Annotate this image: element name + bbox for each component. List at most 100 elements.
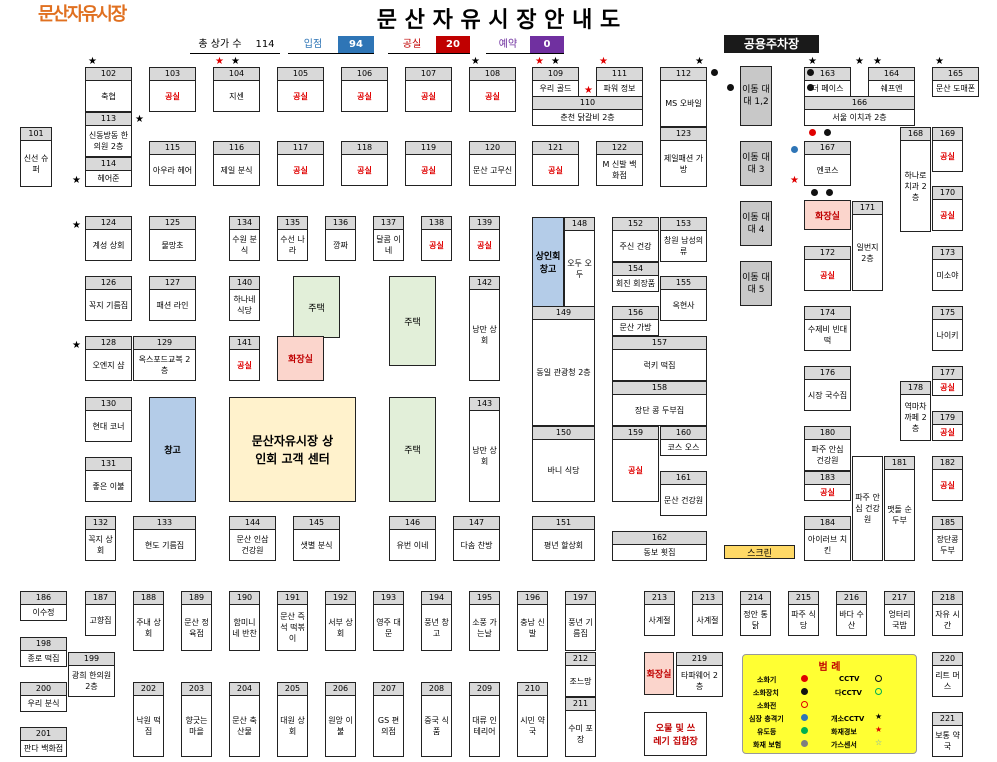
restroom-block-1[interactable]: 화장실 <box>277 336 324 381</box>
trash-area-block[interactable]: 오물 및 쓰레기 집합장 <box>644 712 707 756</box>
store-180-annex[interactable]: 파주 안심 건강원 <box>852 456 883 561</box>
warehouse-block[interactable]: 창고 <box>149 397 196 502</box>
customer-center-block[interactable]: 문산자유시장 상인회 고객 센터 <box>229 397 356 502</box>
restroom-block-3[interactable]: 화장실 <box>644 652 674 695</box>
restroom-block-2[interactable]: 화장실 <box>804 200 851 230</box>
merchant-warehouse-block[interactable]: 상인회 창고 <box>532 217 564 307</box>
